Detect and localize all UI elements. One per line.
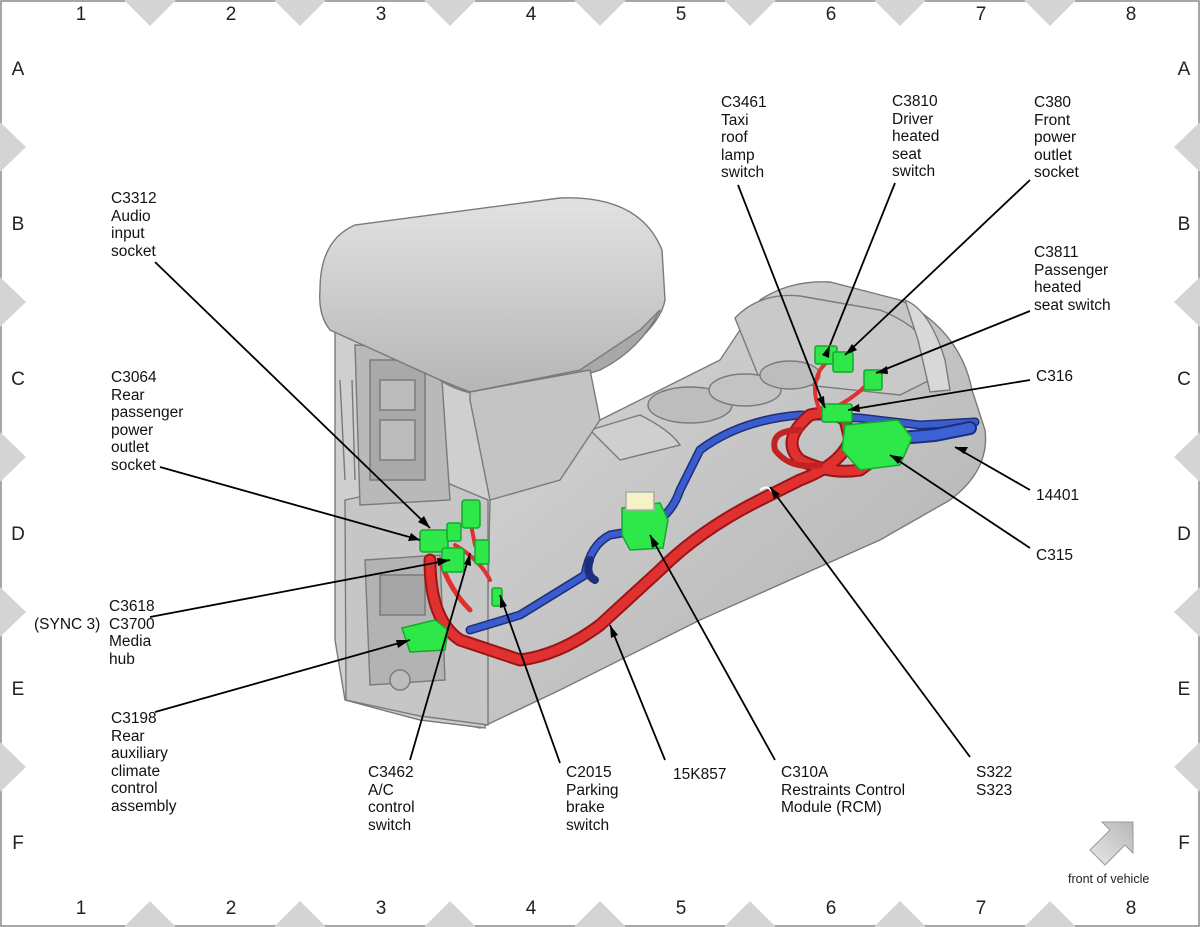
grid-row-a-right: A [1177,59,1191,80]
grid-row-f-right: F [1178,833,1190,854]
grid-col-5-bottom: 5 [675,898,687,919]
label-c3461-taxi-roof-lamp-switch: C3461 Taxi roof lamp switch [721,94,767,181]
grid-row-e: E [11,679,25,700]
grid-row-b: B [11,214,25,235]
label-sync3: (SYNC 3) [34,616,101,633]
grid-col-6: 6 [825,4,837,25]
grid-col-4-bottom: 4 [525,898,537,919]
grid-row-c: C [11,369,25,390]
label-c3462-ac-control-switch: C3462 A/C control switch [368,764,415,834]
grid-row-e-right: E [1177,679,1191,700]
front-of-vehicle-arrow-icon [1089,821,1134,866]
grid-row-a: A [11,59,25,80]
grid-col-5: 5 [675,4,687,25]
label-c3312-audio-input-socket: C3312 Audio input socket [111,190,157,260]
grid-col-8-bottom: 8 [1125,898,1137,919]
grid-col-6-bottom: 6 [825,898,837,919]
label-c3618-c3700-media-hub: C3618 C3700 Media hub [109,598,155,668]
grid-row-d: D [11,524,25,545]
grid-col-8: 8 [1125,4,1137,25]
front-of-vehicle-label: front of vehicle [1068,872,1150,886]
label-c316: C316 [1036,368,1074,385]
grid-col-2-bottom: 2 [225,898,237,919]
grid-col-2: 2 [225,4,237,25]
grid-col-3: 3 [375,4,387,25]
leader-arrowheads [396,344,968,648]
grid-col-7-bottom: 7 [975,898,987,919]
leader-lines [149,179,1031,764]
grid-col-4: 4 [525,4,537,25]
label-c315: C315 [1036,547,1074,564]
label-c3810-driver-heated-seat-switch: C3810 Driver heated seat switch [892,93,940,180]
label-c380-front-power-outlet: C380 Front power outlet socket [1034,94,1079,181]
label-c3811-passenger-heated-seat-switch: C3811 Passenger heated seat switch [1034,244,1111,314]
label-s322-s323-splices: S322 S323 [976,764,1013,799]
label-c310a-rcm: C310A Restraints Control Module (RCM) [781,764,906,816]
grid-row-f: F [12,833,24,854]
label-c3064-rear-power-outlet: C3064 Rear passenger power outlet socket [111,369,184,474]
grid-row-d-right: D [1177,524,1191,545]
grid-col-1-bottom: 1 [75,898,87,919]
grid-col-7: 7 [975,4,987,25]
label-c2015-parking-brake-switch: C2015 Parking brake switch [566,764,619,834]
label-c3198-rear-climate-control: C3198 Rear auxiliary climate control ass… [111,710,177,815]
grid-col-3-bottom: 3 [375,898,387,919]
label-15k857-harness: 15K857 [673,766,727,783]
label-14401-harness: 14401 [1036,487,1080,504]
grid-col-1: 1 [75,4,87,25]
grid-row-c-right: C [1177,369,1191,390]
grid-row-b-right: B [1177,214,1191,235]
